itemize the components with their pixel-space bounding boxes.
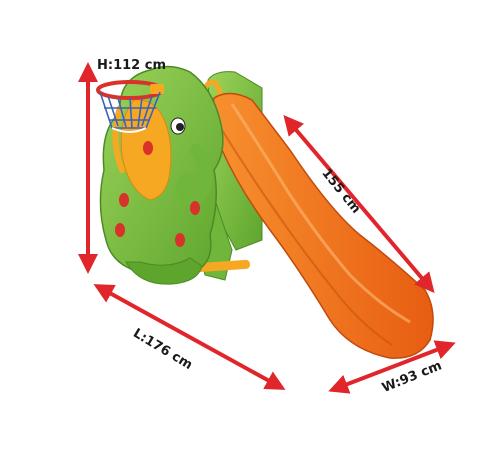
hoop-bracket [150,84,164,94]
elephant-trunk [175,144,212,205]
climbing-hold [175,233,185,247]
length-arrow [93,284,286,390]
elephant-foot [125,257,203,285]
climbing-hold [119,193,129,207]
height-label: H:112 cm [97,58,166,73]
front-handle [112,105,125,173]
climbing-hold [143,141,153,155]
width-arrow [328,340,456,394]
climbing-hold [115,223,125,237]
basketball-net [99,91,161,129]
climbing-hold [190,201,200,215]
net-highlight [111,127,147,133]
slide-length-arrow [283,114,435,294]
elephant-pupil [176,123,184,131]
